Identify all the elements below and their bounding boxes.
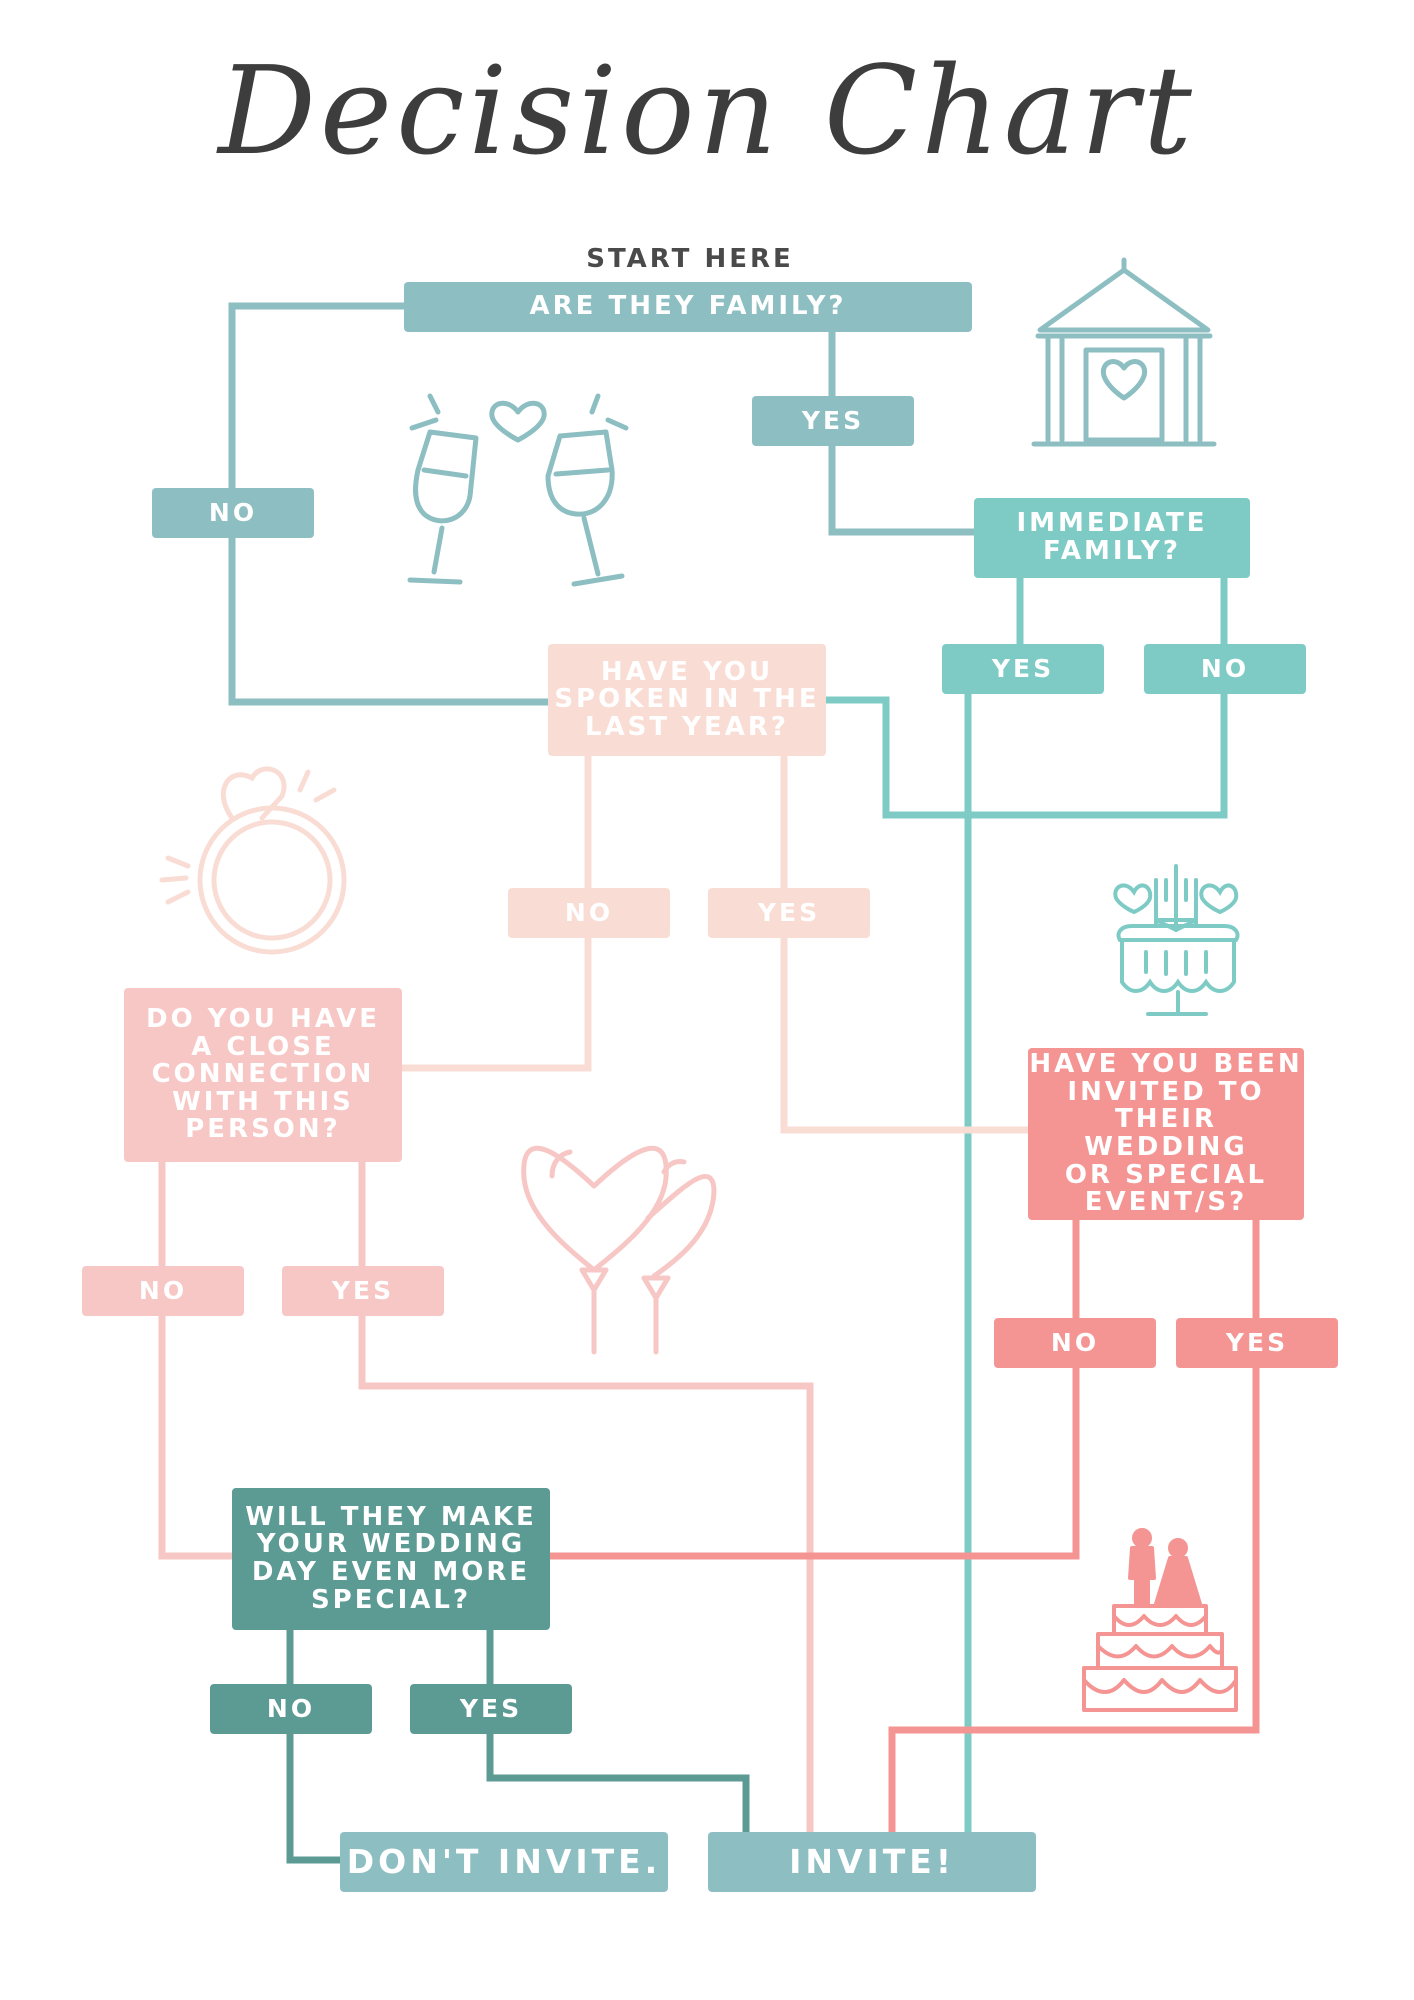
gazebo-heart-icon bbox=[1031, 257, 1217, 447]
outcome-invite: INVITE! bbox=[708, 1832, 1036, 1892]
outcome-dont-invite: DON'T INVITE. bbox=[340, 1832, 668, 1892]
label-connection-yes: YES bbox=[282, 1266, 444, 1316]
label-special-yes: YES bbox=[410, 1684, 572, 1734]
page-title: Decision Chart bbox=[218, 40, 1196, 182]
question-invited-to-their-event: HAVE YOU BEEN INVITED TO THEIR WEDDING O… bbox=[1028, 1048, 1304, 1220]
label-invited-no: NO bbox=[994, 1318, 1156, 1368]
cake-table-icon bbox=[1113, 864, 1240, 1016]
question-are-they-family: ARE THEY FAMILY? bbox=[404, 282, 972, 332]
champagne-toast-icon bbox=[407, 393, 629, 587]
question-make-wedding-special: WILL THEY MAKE YOUR WEDDING DAY EVEN MOR… bbox=[232, 1488, 550, 1630]
label-family-no: NO bbox=[152, 488, 314, 538]
start-label: START HERE bbox=[586, 244, 794, 274]
label-spoken-yes: YES bbox=[708, 888, 870, 938]
wedding-cake-couple-icon bbox=[1082, 1528, 1238, 1712]
label-spoken-no: NO bbox=[508, 888, 670, 938]
heart-balloons-icon bbox=[521, 1145, 717, 1355]
question-spoken-last-year: HAVE YOU SPOKEN IN THE LAST YEAR? bbox=[548, 644, 826, 756]
question-immediate-family: IMMEDIATE FAMILY? bbox=[974, 498, 1250, 578]
label-family-yes: YES bbox=[752, 396, 914, 446]
label-immediate-no: NO bbox=[1144, 644, 1306, 694]
label-invited-yes: YES bbox=[1176, 1318, 1338, 1368]
label-connection-no: NO bbox=[82, 1266, 244, 1316]
label-immediate-yes: YES bbox=[942, 644, 1104, 694]
diamond-ring-icon bbox=[159, 766, 347, 955]
label-special-no: NO bbox=[210, 1684, 372, 1734]
question-close-connection: DO YOU HAVE A CLOSE CONNECTION WITH THIS… bbox=[124, 988, 402, 1162]
